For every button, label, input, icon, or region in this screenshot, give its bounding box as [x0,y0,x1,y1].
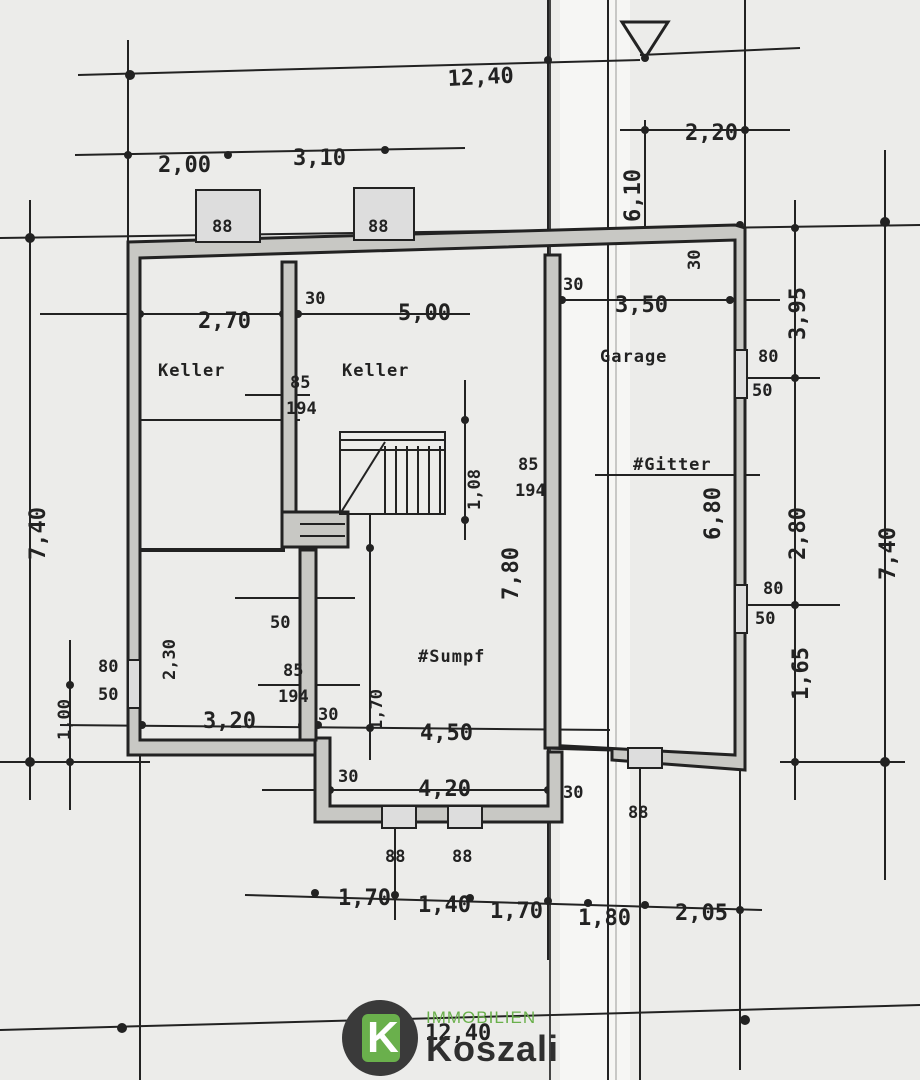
dim-85-c: 85 [283,661,303,681]
dim-610: 6,10 [621,169,646,222]
dim-80-c: 80 [98,657,118,677]
dim-left-100: 1,00 [55,699,75,740]
top-windows [195,187,415,243]
logo-k-icon [342,1000,418,1076]
labels: 12,40 2,00 3,10 2,20 6,10 2,70 5,00 3,50… [26,64,901,1046]
label-gitter: #Gitter [633,455,712,475]
window-88-d: 88 [452,847,472,867]
stair [300,431,446,537]
dim-stair-108: 1,08 [465,469,485,510]
dim-85-b: 85 [518,455,538,475]
dim-395: 3,95 [786,287,811,340]
dimension-lines [0,47,920,1031]
dim-total-bottom: 12,40 [425,1021,491,1046]
dim-bottom-205: 2,05 [675,901,728,926]
dim-280: 2,80 [786,507,811,560]
dim-v-230: 2,30 [160,639,180,680]
dim-bottom-170-b: 1,70 [490,899,543,924]
dimension-ticks [25,54,890,1033]
dim-50: 50 [270,613,290,633]
dim-bottom-170-a: 1,70 [338,886,391,911]
marker-triangle-icon [619,20,671,61]
logo-text-top: IMMOBILIEN [426,1008,537,1027]
dim-194-a: 194 [286,399,317,419]
interior-walls [280,260,350,742]
dim-500: 5,00 [398,301,451,326]
dim-top-2: 3,10 [293,146,346,171]
dim-bottom-140: 1,40 [418,893,471,918]
window-88-a: 88 [212,217,232,237]
window-88-e: 88 [628,803,648,823]
dim-30-f: 30 [563,783,583,803]
dim-left-740: 7,40 [26,507,51,560]
dim-50-b: 50 [755,609,775,629]
dim-30-e: 30 [685,250,705,270]
logo-text-main: Koszali [426,1028,560,1069]
dim-30-a: 30 [305,289,325,309]
dim-top-3: 2,20 [685,121,738,146]
dim-194-b: 194 [515,481,546,501]
brand-logo: K IMMOBILIEN Koszali [340,1000,590,1076]
dim-right-740: 7,40 [876,527,901,580]
side-windows [127,349,748,709]
dim-165: 1,65 [789,647,814,700]
dim-450: 4,50 [420,721,473,746]
dim-350: 3,50 [615,293,668,318]
dim-50-c: 50 [98,685,118,705]
window-88-c: 88 [385,847,405,867]
logo-letter: K [367,1013,399,1062]
dim-80-a: 80 [758,347,778,367]
dim-30-b: 30 [563,275,583,295]
label-sumpf: #Sumpf [418,647,485,667]
dim-total-top: 12,40 [447,64,514,92]
dim-680: 6,80 [701,487,726,540]
bottom-windows [381,747,663,829]
dim-30-c: 30 [318,705,338,725]
dim-320: 3,20 [203,709,256,734]
paper-fold-strip [560,0,630,1080]
room-garage: Garage [600,347,667,367]
window-88-b: 88 [368,217,388,237]
dim-420: 4,20 [418,777,471,802]
dim-50-a: 50 [752,381,772,401]
room-keller-left: Keller [158,361,225,381]
dim-30-d: 30 [338,767,358,787]
dim-85-a: 85 [290,373,310,393]
dim-top-1: 2,00 [158,153,211,178]
dim-80-b: 80 [763,579,783,599]
dim-780: 7,80 [499,547,524,600]
dim-270: 2,70 [198,309,251,334]
room-keller-right: Keller [342,361,409,381]
dim-v-170: 1,70 [367,689,387,730]
dim-bottom-180: 1,80 [578,906,631,931]
dim-194-c: 194 [278,687,309,707]
